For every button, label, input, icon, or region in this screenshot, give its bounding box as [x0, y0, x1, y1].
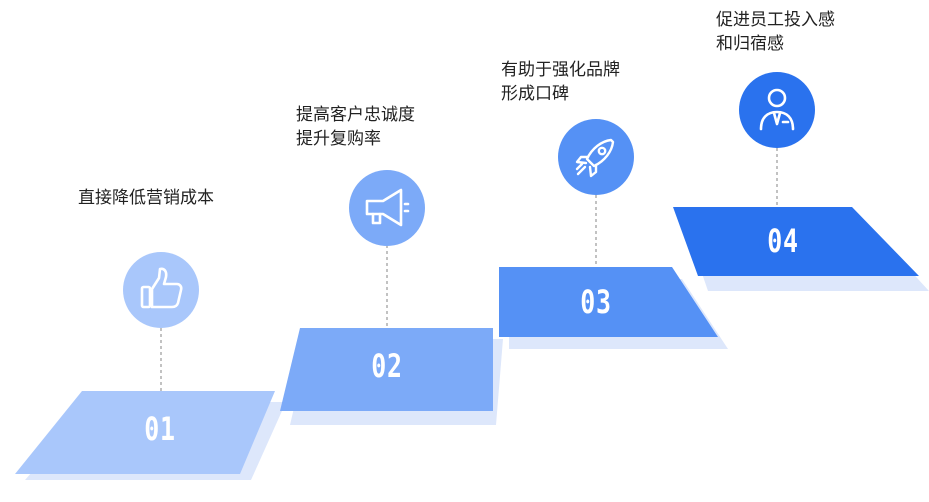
- step-4-icon-circle: [739, 72, 815, 148]
- caption-line: 和归宿感: [716, 34, 784, 54]
- step-1-block: [15, 391, 275, 474]
- step-3-block: [499, 267, 718, 337]
- step-2-block: [280, 328, 493, 411]
- step-1-number: 01: [144, 410, 176, 448]
- step-1-caption: 直接降低营销成本: [78, 186, 214, 210]
- step-3-caption: 有助于强化品牌 形成口碑: [501, 58, 620, 106]
- caption-line: 有助于强化品牌: [501, 60, 620, 80]
- caption-line: 直接降低营销成本: [78, 188, 214, 208]
- caption-line: 提升复购率: [296, 129, 381, 149]
- step-2-number: 02: [371, 347, 403, 385]
- step-2-icon-circle: [349, 170, 425, 246]
- step-2-caption: 提高客户忠诚度 提升复购率: [296, 103, 415, 151]
- step-4-number: 04: [767, 222, 799, 260]
- rocket-icon: [575, 138, 615, 178]
- step-3-number: 03: [580, 283, 612, 321]
- step-1-icon-circle: [123, 252, 199, 328]
- caption-line: 促进员工投入感: [716, 10, 835, 30]
- step-4-block: [673, 207, 919, 276]
- caption-line: 形成口碑: [501, 84, 569, 104]
- employee-icon: [759, 88, 795, 131]
- step-3-icon-circle: [558, 119, 634, 195]
- megaphone-icon: [365, 188, 410, 227]
- thumbs-up-icon: [140, 267, 183, 309]
- caption-line: 提高客户忠诚度: [296, 105, 415, 125]
- step-4-caption: 促进员工投入感 和归宿感: [716, 8, 835, 56]
